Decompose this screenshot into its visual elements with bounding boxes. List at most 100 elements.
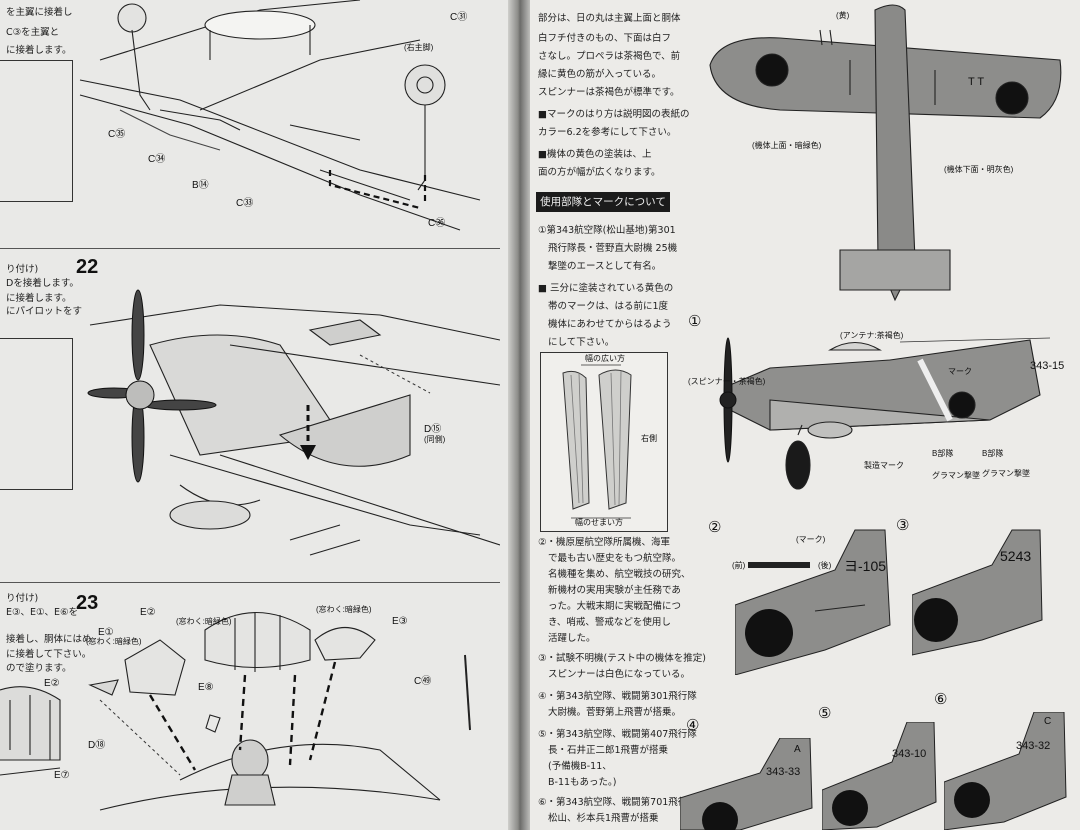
- plane-label: (黄): [836, 11, 850, 20]
- intro-line: カラー6.2を参考にして下さい。: [538, 127, 677, 138]
- part-label: (窓わく:暗緑色): [86, 637, 142, 646]
- detail-box: [0, 338, 73, 490]
- history-line: スピンナーは白色になっている。: [548, 669, 691, 680]
- step-number: 23: [76, 592, 99, 614]
- history-line: 活躍した。: [548, 633, 596, 644]
- figure-note: 帯のマークは、はる前に1度: [548, 301, 669, 312]
- part-label: (窓わく:暗緑色): [316, 605, 372, 614]
- part-label: E③: [392, 616, 408, 627]
- tail-profile-4: [680, 738, 813, 830]
- history-line: 名機種を集め、航空戦技の研究、: [548, 569, 691, 580]
- plane-label: (後): [818, 561, 832, 570]
- mark-strip: [748, 562, 810, 568]
- legend-item: B部隊: [982, 449, 1004, 458]
- detail-box: [0, 60, 73, 202]
- side-note: り付け): [6, 593, 39, 604]
- history-line: 新機材の実用実験が主任務であ: [548, 585, 681, 596]
- part-label: E②: [44, 678, 60, 689]
- part-label: D⑮: [424, 424, 442, 435]
- intro-line: スピンナーは茶褐色が標準です。: [538, 87, 680, 98]
- landing-gear-illustration: [79, 0, 481, 231]
- tail-code: 5243: [1000, 548, 1032, 564]
- profile-number: ②: [708, 519, 722, 536]
- tail-code: T T: [968, 76, 985, 88]
- side-code: 343-15: [1030, 360, 1065, 372]
- part-label: C㉝: [236, 198, 254, 209]
- history-line: ④・第343航空隊、戦闘第301飛行隊: [538, 691, 697, 702]
- history-line: 長・石井正二郎1飛曹が搭乗: [548, 745, 669, 756]
- fuselage-assembly-illustration: [87, 289, 500, 556]
- history-line: ⑤・第343航空隊、戦闘第407飛行隊: [538, 729, 697, 740]
- history-line: B-11もあった。): [548, 777, 617, 788]
- left-page: を主翼に接着し C③を主翼と に接着します。 り付け) Dを接着します。 に接着…: [0, 0, 508, 830]
- profile-number: ③: [896, 517, 910, 534]
- part-label: E⑦: [54, 770, 70, 781]
- intro-line: 白フチ付きのもの、下面は白フ: [538, 33, 672, 44]
- profile-number: ①: [688, 313, 702, 330]
- part-label: E⑧: [198, 682, 214, 693]
- intro-line: さなし。プロペラは茶褐色で、前: [538, 51, 681, 62]
- history-line: 松山、杉本兵1飛曹が搭乗: [548, 813, 659, 824]
- figure-note: 機体にあわせてからはるよう: [548, 319, 672, 330]
- part-label: E②: [140, 607, 156, 618]
- plane-label: (機体上面・暗緑色): [752, 141, 822, 150]
- part-label: C㉞: [148, 154, 166, 165]
- tail-profile-5: [822, 722, 937, 830]
- side-note: にパイロットをす: [6, 306, 83, 317]
- legend-item: B部隊: [932, 449, 954, 458]
- stripe-figure: 幅の広い方 幅のせまい方 右側: [540, 352, 668, 532]
- tail-code: 343-32: [1016, 740, 1051, 752]
- history-line: き、哨戒、警戒などを使用し: [548, 617, 671, 628]
- intro-line: 部分は、日の丸は主翼上面と胴体: [538, 13, 681, 24]
- history-line: ③・試験不明機(テスト中の機体を推定): [538, 653, 706, 664]
- tail-code: C: [1044, 716, 1052, 727]
- plane-label: (前): [732, 561, 746, 570]
- unit-line: 飛行隊長・菅野直大尉機 25機: [548, 243, 678, 254]
- side-note: に接着して下さい。: [6, 649, 92, 660]
- history-line: ②・機原屋航空隊所属機、海軍: [538, 537, 671, 548]
- plane-label: (アンテナ:茶褐色): [840, 331, 904, 340]
- history-line: った。大戦末期に実戦配備につ: [548, 601, 682, 612]
- side-note: に接着します。: [6, 45, 72, 56]
- plane-label: 製造マーク: [864, 461, 904, 470]
- step-divider: [0, 248, 500, 249]
- history-line: ⑥・第343航空隊、戦闘第701飛行隊: [538, 797, 697, 808]
- tail-code: ヨ-105: [844, 558, 887, 574]
- side-note: 接着し、胴体にはめ: [6, 634, 92, 645]
- part-label: C㉛: [450, 12, 468, 23]
- plane-label: (マーク): [796, 535, 826, 544]
- plane-side-view: [719, 337, 1051, 490]
- tail-code: 343-10: [892, 748, 927, 760]
- tail-profile-3: [912, 529, 1043, 656]
- tail-code: A: [794, 744, 801, 755]
- side-note: ので塗ります。: [6, 663, 72, 674]
- part-label: (窓わく:暗緑色): [176, 617, 232, 626]
- side-note: C③を主翼と: [6, 27, 60, 38]
- profile-number: ⑥: [934, 691, 948, 708]
- legend-item: グラマン撃墜: [982, 469, 1030, 478]
- step-divider: [0, 582, 500, 583]
- side-note: を主翼に接着し: [6, 7, 73, 18]
- book-gutter: [508, 0, 530, 830]
- intro-line: ■機体の黄色の塗装は、上: [538, 149, 652, 160]
- tail-profile-6: [944, 712, 1067, 830]
- history-line: 大尉機。菅野第上飛曹が搭乗。: [548, 707, 682, 718]
- part-label: D⑱: [88, 740, 106, 751]
- part-label: C㊱: [428, 218, 446, 229]
- section-heading: 使用部隊とマークについて: [536, 192, 670, 212]
- profile-number: ④: [686, 717, 700, 734]
- part-label: B⑭: [192, 180, 209, 191]
- part-label: (右主脚): [404, 43, 434, 52]
- step-number: 22: [76, 256, 99, 278]
- plane-label: (スピンナー・茶褐色): [688, 377, 766, 386]
- unit-line: ①第343航空隊(松山基地)第301: [538, 225, 676, 236]
- part-label: (同側): [424, 435, 446, 444]
- legend-item: グラマン撃墜: [932, 471, 980, 480]
- tail-code: 343-33: [766, 766, 801, 778]
- profile-number: ⑤: [818, 705, 832, 722]
- figure-note: にして下さい。: [548, 337, 615, 348]
- history-line: (予備機B-11、: [548, 761, 612, 772]
- figure-note: ■ 三分に塗装されている黄色の: [538, 283, 674, 294]
- part-label: C㊾: [414, 676, 432, 687]
- side-note: に接着します。: [6, 293, 72, 304]
